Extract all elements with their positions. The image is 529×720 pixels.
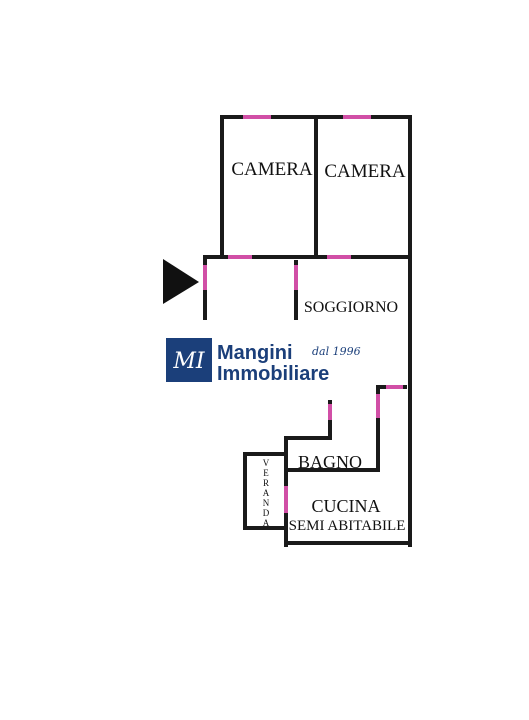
entrance-arrow-icon: [163, 259, 199, 304]
room-label-soggiorno: SOGGIORNO: [304, 299, 398, 316]
room-label-camera-left: CAMERA: [231, 159, 313, 180]
veranda-letter: D: [263, 508, 270, 518]
veranda-letter: A: [263, 488, 270, 498]
watermark-logo: MI Mangini Immobiliare dal 1996: [160, 336, 370, 385]
logo-monogram-box: [166, 338, 212, 382]
logo-since: dal 1996: [312, 345, 361, 358]
room-label-cucina: CUCINA: [311, 496, 380, 516]
veranda-letter: R: [263, 478, 269, 488]
logo-monogram: MI: [172, 349, 206, 374]
room-label-cucina-sub: SEMI ABITABILE: [289, 518, 406, 534]
room-label-camera-right: CAMERA: [324, 161, 406, 182]
room-label-veranda: V E R A N D A: [263, 458, 270, 528]
veranda-letter: V: [263, 458, 270, 468]
veranda-letter: A: [263, 518, 270, 528]
veranda-letter: E: [263, 468, 269, 478]
logo-name-line2: Immobiliare: [217, 363, 329, 385]
openings: [203, 115, 403, 513]
room-label-bagno: BAGNO: [298, 452, 362, 472]
logo-name-line1: Mangini: [217, 342, 293, 364]
veranda-letter: N: [263, 498, 270, 508]
